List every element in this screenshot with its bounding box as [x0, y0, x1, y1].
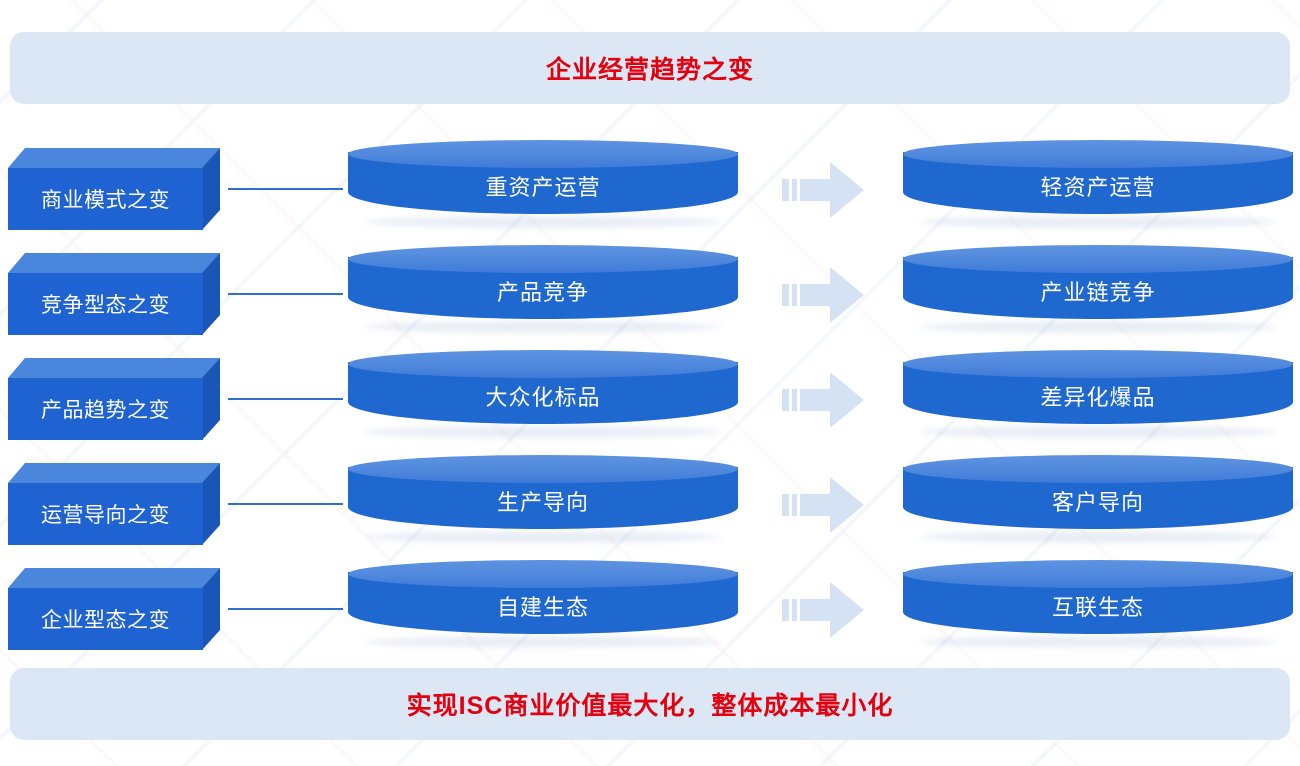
- from-state-text: 产品竞争: [496, 280, 589, 305]
- from-state-cylinder: 生产导向: [348, 455, 738, 545]
- arrow-slit: [789, 389, 792, 411]
- from-state-text: 大众化标品: [485, 385, 601, 410]
- label-box-top-face: [8, 253, 220, 273]
- arrow-slit: [789, 284, 792, 306]
- category-label-box: 产品趋势之变: [8, 358, 220, 440]
- cylinder-shadow: [918, 216, 1278, 228]
- arrow-slit: [797, 599, 800, 621]
- diagram-row: 产品趋势之变 大众化标品 差异化爆品: [0, 350, 1300, 446]
- diagram-row: 商业模式之变 重资产运营 轻资产运营: [0, 140, 1300, 236]
- label-box-front-face: 竞争型态之变: [8, 273, 203, 335]
- to-state-text: 轻资产运营: [1040, 175, 1156, 200]
- from-state-text: 生产导向: [496, 490, 589, 515]
- to-state-text: 产业链竞争: [1040, 280, 1156, 305]
- cylinder-shadow: [363, 531, 723, 543]
- label-box-side-face: [202, 463, 220, 545]
- connector-line: [228, 503, 343, 505]
- label-box-side-face: [202, 253, 220, 335]
- cylinder-top-ellipse: [348, 140, 738, 168]
- category-label-text: 竞争型态之变: [41, 294, 170, 317]
- from-state-cylinder: 产品竞争: [348, 245, 738, 335]
- footer-title: 实现ISC商业价值最大化，整体成本最小化: [406, 692, 894, 720]
- arrow-slit: [797, 494, 800, 516]
- header-banner: 企业经营趋势之变: [10, 32, 1290, 104]
- to-state-text: 差异化爆品: [1040, 385, 1156, 410]
- cylinder-top-ellipse: [348, 350, 738, 378]
- label-box-top-face: [8, 148, 220, 168]
- category-label-box: 商业模式之变: [8, 148, 220, 230]
- label-box-side-face: [202, 358, 220, 440]
- cylinder-shadow: [363, 216, 723, 228]
- label-box-top-face: [8, 463, 220, 483]
- category-label-text: 企业型态之变: [41, 609, 170, 632]
- label-box-side-face: [202, 568, 220, 650]
- category-label-box: 运营导向之变: [8, 463, 220, 545]
- cylinder-shadow: [918, 321, 1278, 333]
- arrow-head-shape: [782, 582, 864, 638]
- to-state-text: 互联生态: [1051, 595, 1144, 620]
- cylinder-top-ellipse: [348, 245, 738, 273]
- arrow-slit: [797, 179, 800, 201]
- cylinder-shadow: [918, 636, 1278, 648]
- category-label-box: 企业型态之变: [8, 568, 220, 650]
- cylinder-top-ellipse: [348, 455, 738, 483]
- from-state-text: 重资产运营: [485, 175, 601, 200]
- diagram-row: 运营导向之变 生产导向 客户导向: [0, 455, 1300, 551]
- cylinder-top-ellipse: [903, 455, 1293, 483]
- diagram-row: 竞争型态之变 产品竞争 产业链竞争: [0, 245, 1300, 341]
- from-state-cylinder: 自建生态: [348, 560, 738, 650]
- arrow-head-shape: [782, 162, 864, 218]
- cylinder-top-ellipse: [903, 140, 1293, 168]
- label-box-front-face: 商业模式之变: [8, 168, 203, 230]
- cylinder-shadow: [363, 321, 723, 333]
- cylinder-top-ellipse: [903, 560, 1293, 588]
- category-label-text: 运营导向之变: [41, 504, 170, 527]
- footer-banner: 实现ISC商业价值最大化，整体成本最小化: [10, 668, 1290, 740]
- cylinder-shadow: [363, 426, 723, 438]
- label-box-side-face: [202, 148, 220, 230]
- label-box-front-face: 运营导向之变: [8, 483, 203, 545]
- category-label-text: 产品趋势之变: [41, 399, 170, 422]
- right-arrow-icon: [782, 582, 864, 638]
- arrow-head-shape: [782, 372, 864, 428]
- to-state-cylinder: 差异化爆品: [903, 350, 1293, 440]
- right-arrow-icon: [782, 477, 864, 533]
- arrow-slit: [789, 179, 792, 201]
- to-state-cylinder: 互联生态: [903, 560, 1293, 650]
- arrow-head-shape: [782, 267, 864, 323]
- connector-line: [228, 293, 343, 295]
- connector-line: [228, 608, 343, 610]
- to-state-cylinder: 轻资产运营: [903, 140, 1293, 230]
- from-state-cylinder: 重资产运营: [348, 140, 738, 230]
- category-label-box: 竞争型态之变: [8, 253, 220, 335]
- arrow-slit: [797, 389, 800, 411]
- arrow-head-shape: [782, 477, 864, 533]
- from-state-cylinder: 大众化标品: [348, 350, 738, 440]
- label-box-top-face: [8, 568, 220, 588]
- cylinder-top-ellipse: [903, 245, 1293, 273]
- page-title: 企业经营趋势之变: [545, 56, 754, 84]
- to-state-text: 客户导向: [1051, 490, 1144, 515]
- cylinder-shadow: [918, 531, 1278, 543]
- label-box-front-face: 产品趋势之变: [8, 378, 203, 440]
- cylinder-top-ellipse: [348, 560, 738, 588]
- cylinder-shadow: [363, 636, 723, 648]
- connector-line: [228, 398, 343, 400]
- to-state-cylinder: 产业链竞争: [903, 245, 1293, 335]
- label-box-top-face: [8, 358, 220, 378]
- category-label-text: 商业模式之变: [41, 189, 170, 212]
- diagram-row: 企业型态之变 自建生态 互联生态: [0, 560, 1300, 656]
- cylinder-top-ellipse: [903, 350, 1293, 378]
- right-arrow-icon: [782, 162, 864, 218]
- label-box-front-face: 企业型态之变: [8, 588, 203, 650]
- right-arrow-icon: [782, 267, 864, 323]
- connector-line: [228, 188, 343, 190]
- arrow-slit: [789, 599, 792, 621]
- arrow-slit: [797, 284, 800, 306]
- arrow-slit: [789, 494, 792, 516]
- cylinder-shadow: [918, 426, 1278, 438]
- to-state-cylinder: 客户导向: [903, 455, 1293, 545]
- from-state-text: 自建生态: [496, 595, 589, 620]
- right-arrow-icon: [782, 372, 864, 428]
